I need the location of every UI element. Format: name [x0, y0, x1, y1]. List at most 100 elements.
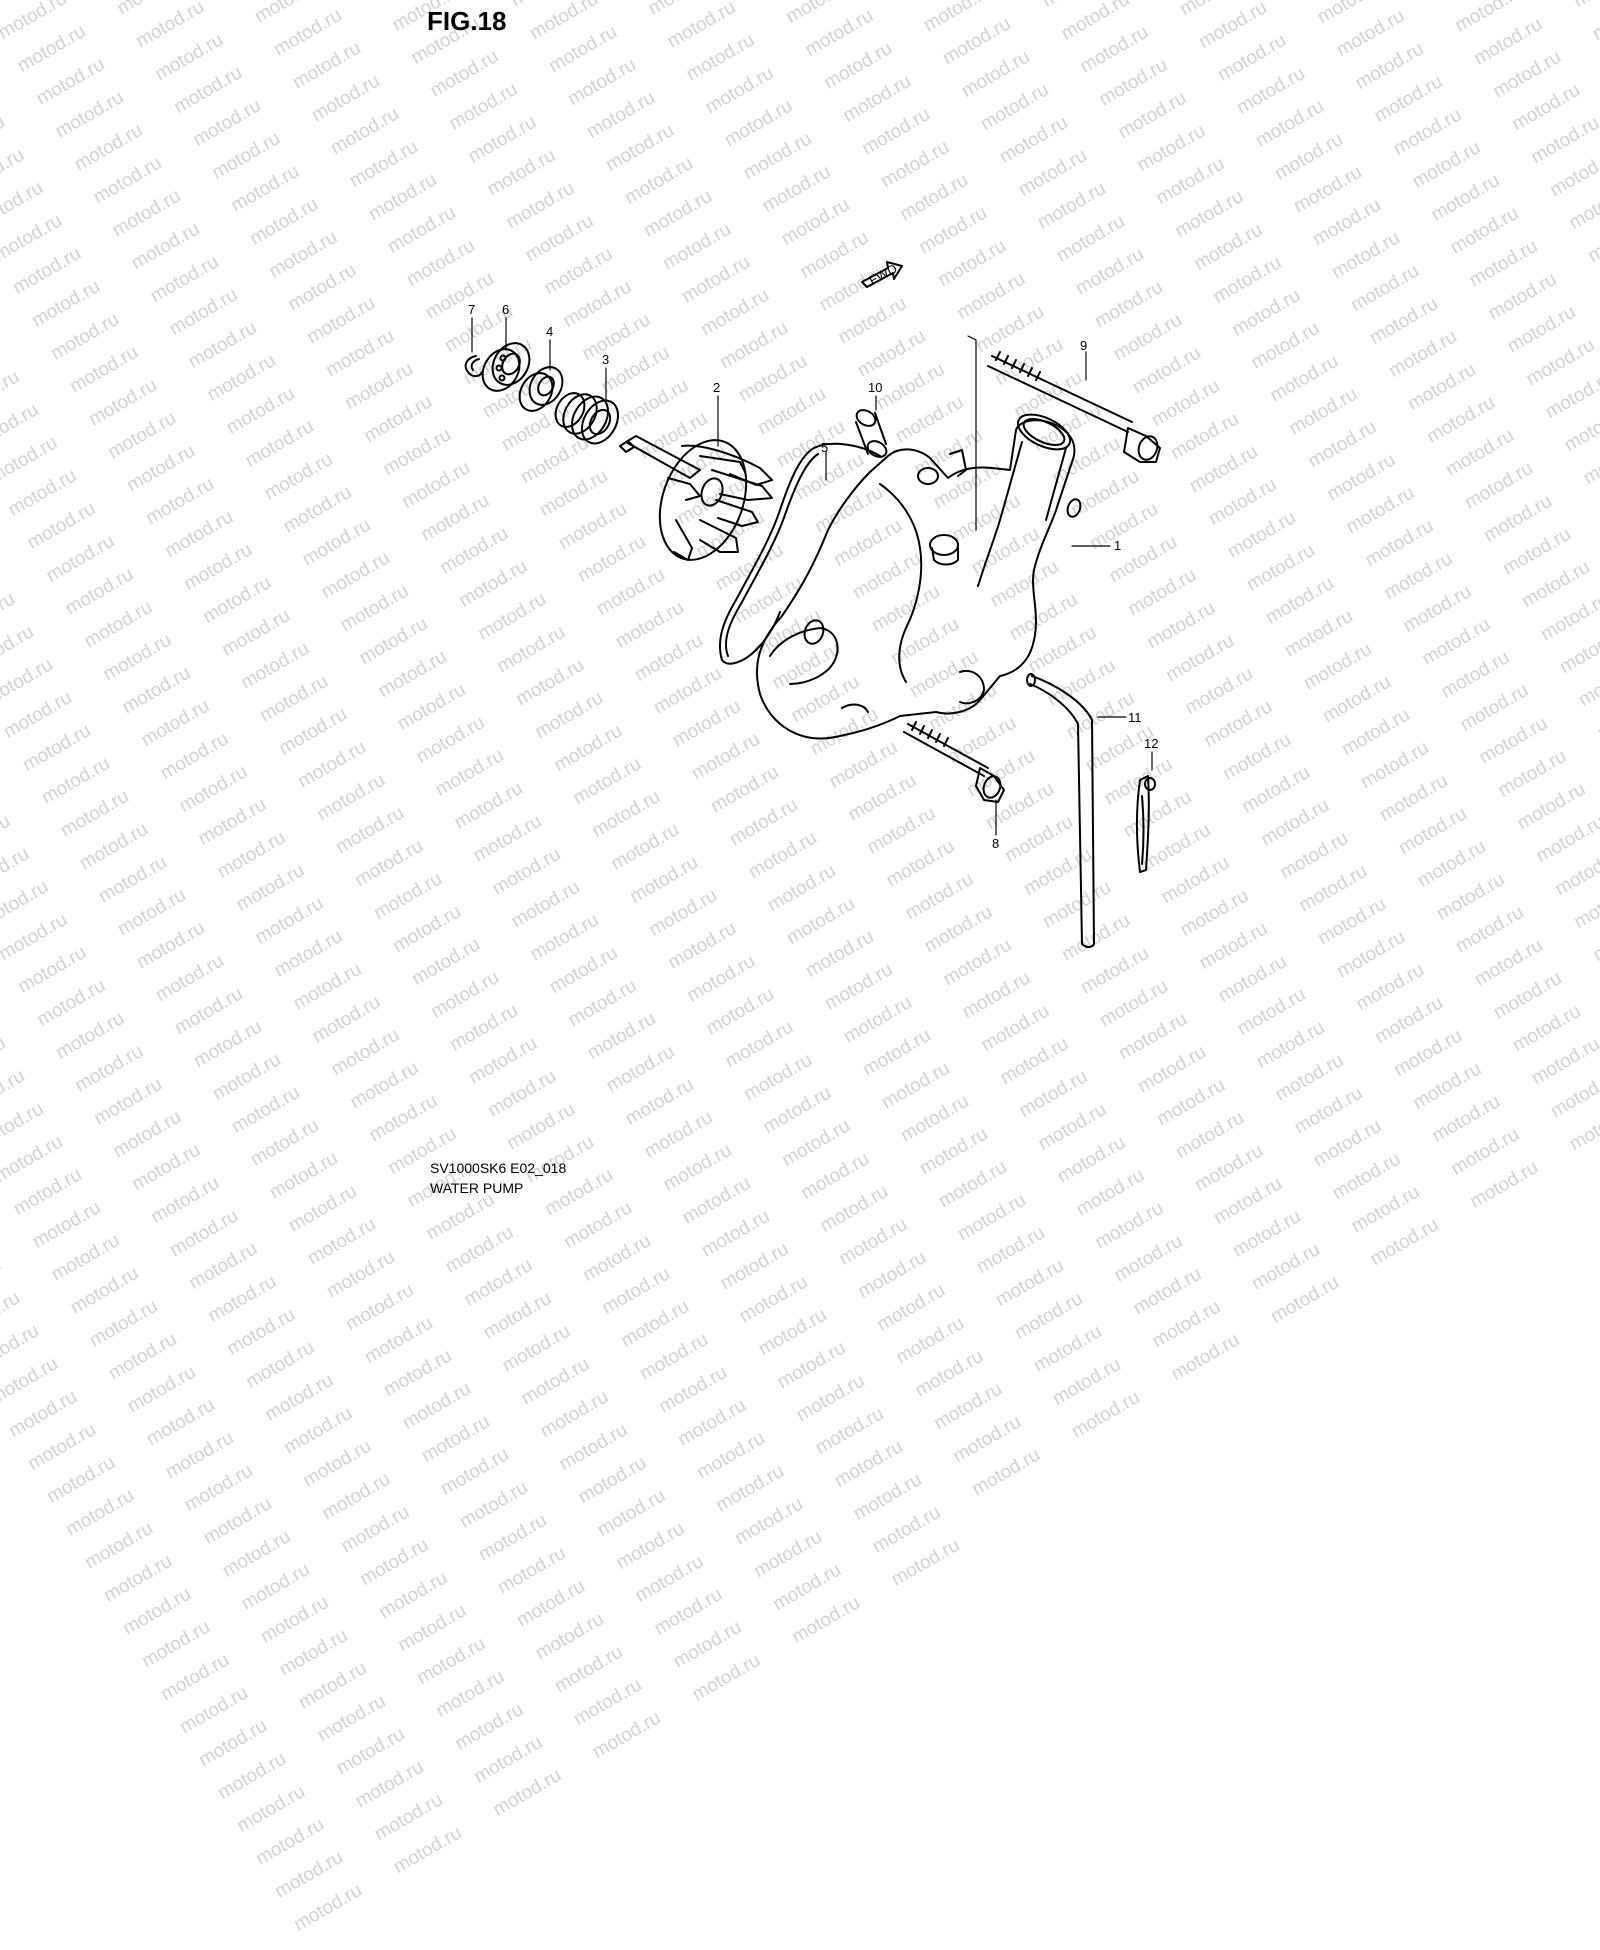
watermark-text: motod.ru: [888, 1515, 1007, 1605]
watermark-text: motod.ru: [973, 1202, 1092, 1292]
watermark-text: motod.ru: [812, 1383, 931, 1473]
watermark-text: motod.ru: [912, 1326, 1031, 1416]
callout-1: 1: [1114, 538, 1121, 553]
watermark-text: motod.ru: [1149, 1276, 1268, 1366]
watermark-text: motod.ru: [774, 1317, 893, 1407]
watermark-text: motod.ru: [617, 1276, 736, 1366]
callout-2: 2: [713, 380, 720, 395]
watermark-text: motod.ru: [119, 1564, 238, 1654]
circlip-part: [466, 356, 482, 376]
watermark-text: motod.ru: [371, 1769, 490, 1859]
watermark-text: motod.ru: [670, 1597, 789, 1687]
watermark-text: motod.ru: [570, 1654, 689, 1744]
impeller-part: [620, 428, 772, 572]
watermark-text: motod.ru: [62, 1465, 181, 1555]
watermark-text: motod.ru: [281, 1383, 400, 1473]
watermark-text: motod.ru: [731, 1474, 850, 1564]
watermark-text: motod.ru: [243, 1317, 362, 1407]
watermark-text: motod.ru: [456, 1457, 575, 1547]
watermark-text: motod.ru: [442, 1202, 561, 1292]
watermark-text: motod.ru: [162, 1407, 281, 1497]
watermark-text: motod.ru: [138, 1597, 257, 1687]
watermark-text: motod.ru: [0, 1202, 29, 1292]
watermark-text: motod.ru: [556, 1399, 675, 1489]
watermark-text: motod.ru: [0, 1267, 67, 1357]
fwd-arrow-icon: FWD: [862, 261, 902, 288]
watermark-text: motod.ru: [788, 1572, 907, 1662]
watermark-text: motod.ru: [157, 1629, 276, 1719]
watermark-text: motod.ru: [290, 1860, 409, 1950]
hose-part: [1027, 674, 1094, 947]
o-ring-part: [720, 444, 880, 664]
watermark-text: motod.ru: [1168, 1309, 1287, 1399]
watermark-text: motod.ru: [0, 1300, 86, 1390]
watermark-text: motod.ru: [831, 1416, 950, 1506]
watermark-text: motod.ru: [471, 1712, 590, 1802]
watermark-text: motod.ru: [1049, 1334, 1168, 1424]
watermark-text: motod.ru: [418, 1391, 537, 1481]
watermark-text: motod.ru: [850, 1449, 969, 1539]
watermark-text: motod.ru: [579, 1210, 698, 1300]
watermark-text: motod.ru: [1367, 1194, 1486, 1284]
watermark-text: motod.ru: [518, 1334, 637, 1424]
watermark-text: motod.ru: [219, 1506, 338, 1596]
watermark-text: motod.ru: [252, 1794, 371, 1884]
watermark-text: motod.ru: [490, 1745, 609, 1835]
watermark-text: motod.ru: [869, 1482, 988, 1572]
watermark-text: motod.ru: [755, 1284, 874, 1374]
watermark-text: motod.ru: [319, 1449, 438, 1539]
watermark-text: motod.ru: [124, 1342, 243, 1432]
watermark-text: motod.ru: [357, 1514, 476, 1604]
watermark-text: motod.ru: [176, 1662, 295, 1752]
pump-housing-part: [757, 407, 1083, 738]
watermark-text: motod.ru: [499, 1301, 618, 1391]
watermark-text: motod.ru: [475, 1490, 594, 1580]
watermark-text: motod.ru: [195, 1695, 314, 1785]
watermark-text: motod.ru: [589, 1687, 708, 1777]
watermark-text: motod.ru: [395, 1580, 514, 1670]
watermark-text: motod.ru: [304, 1194, 423, 1284]
watermark-text: motod.ru: [1111, 1211, 1230, 1301]
watermark-text: motod.ru: [86, 1276, 205, 1366]
watermark-text: motod.ru: [105, 1309, 224, 1399]
bearing-4-part: [513, 361, 569, 417]
callout-12: 12: [1144, 736, 1158, 751]
watermark-text: motod.ru: [575, 1432, 694, 1522]
callout-9: 9: [1080, 338, 1087, 353]
watermark-text: motod.ru: [689, 1630, 808, 1720]
figure-title: FIG.18: [427, 6, 506, 37]
watermark-text: motod.ru: [271, 1827, 390, 1917]
watermark-text: motod.ru: [433, 1646, 552, 1736]
watermark-text: motod.ru: [181, 1440, 300, 1530]
watermark-text: motod.ru: [414, 1613, 533, 1703]
watermark-text: motod.ru: [295, 1638, 414, 1728]
callout-6: 6: [502, 302, 509, 317]
watermark-text: motod.ru: [769, 1539, 888, 1629]
watermark-text: motod.ru: [24, 1399, 143, 1489]
callout-labels: 7 6 4 3 2 5 10 9 1 11 12 8: [468, 302, 1158, 851]
watermark-text: motod.ru: [143, 1374, 262, 1464]
watermark-text: motod.ru: [480, 1268, 599, 1358]
callout-11: 11: [1128, 710, 1142, 725]
watermark-text: motod.ru: [67, 1243, 186, 1333]
watermark-text: motod.ru: [342, 1259, 461, 1349]
watermark-text: motod.ru: [43, 1432, 162, 1522]
watermark-text: motod.ru: [461, 1235, 580, 1325]
watermark-text: motod.ru: [598, 1243, 717, 1333]
watermark-text: motod.ru: [186, 1218, 305, 1308]
watermark-text: motod.ru: [81, 1498, 200, 1588]
callout-5: 5: [821, 440, 828, 455]
watermark-text: motod.ru: [238, 1539, 357, 1629]
callout-10: 10: [868, 380, 882, 395]
watermark-text: motod.ru: [674, 1375, 793, 1465]
watermark-text: motod.ru: [48, 1210, 167, 1300]
callout-3: 3: [602, 352, 609, 367]
watermark-text: motod.ru: [793, 1350, 912, 1440]
watermark-text: motod.ru: [1030, 1301, 1149, 1391]
watermark-text: motod.ru: [224, 1284, 343, 1374]
watermark-text: motod.ru: [494, 1523, 613, 1613]
watermark-text: motod.ru: [452, 1679, 571, 1769]
watermark-text: motod.ru: [632, 1531, 751, 1621]
watermark-text: motod.ru: [376, 1547, 495, 1637]
watermark-text: motod.ru: [323, 1227, 442, 1317]
